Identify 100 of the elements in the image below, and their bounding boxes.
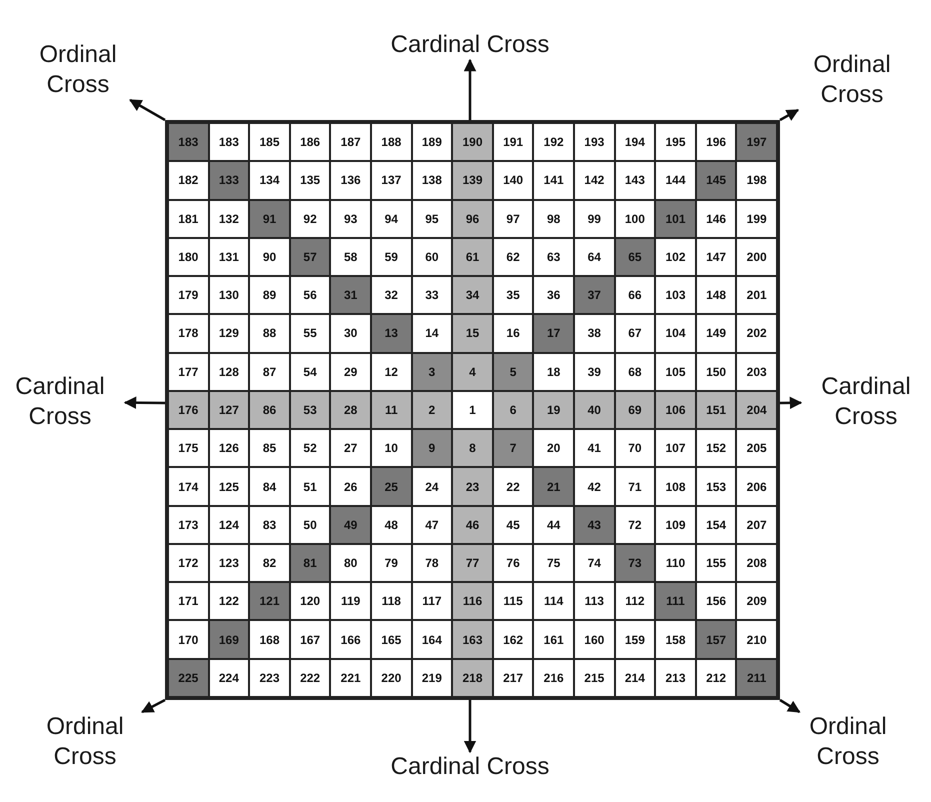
arrow	[464, 700, 476, 754]
number-cell: 60	[412, 238, 452, 276]
number-cell: 113	[574, 583, 614, 620]
number-cell: 105	[656, 354, 695, 390]
number-cell: 191	[494, 124, 532, 160]
number-cell: 183	[169, 124, 208, 160]
arrow	[464, 58, 476, 120]
number-cell: 160	[574, 621, 614, 658]
number-cell: 211	[737, 660, 776, 696]
cross-label: Cardinal Cross	[390, 752, 550, 782]
number-cell: 30	[331, 315, 370, 352]
number-cell: 109	[656, 506, 695, 543]
number-cell: 200	[737, 238, 776, 276]
number-cell: 45	[494, 506, 532, 543]
number-cell: 187	[331, 124, 370, 160]
number-cell: 84	[250, 468, 289, 505]
number-cell: 18	[534, 354, 573, 390]
number-cell: 81	[290, 544, 330, 582]
number-cell: 177	[169, 354, 208, 390]
number-cell: 89	[250, 277, 289, 314]
number-cell: 151	[696, 392, 736, 428]
number-cell: 218	[453, 660, 492, 696]
number-cell: 142	[574, 162, 614, 199]
number-cell: 24	[412, 468, 452, 505]
number-cell: 52	[290, 430, 330, 466]
number-cell: 196	[696, 124, 736, 160]
number-cell: 54	[290, 354, 330, 390]
cross-label: Ordinal Cross	[787, 50, 917, 110]
number-cell: 197	[737, 124, 776, 160]
number-cell: 1	[453, 392, 492, 428]
number-cell: 168	[250, 621, 289, 658]
number-cell: 94	[372, 200, 411, 237]
number-cell: 188	[372, 124, 411, 160]
number-cell: 214	[616, 660, 654, 696]
number-cell: 149	[696, 315, 736, 352]
number-cell: 74	[574, 544, 614, 582]
number-cell: 28	[331, 392, 370, 428]
number-cell: 5	[494, 354, 532, 390]
number-cell: 157	[696, 621, 736, 658]
number-cell: 208	[737, 544, 776, 582]
number-cell: 122	[210, 583, 248, 620]
number-grid	[165, 120, 780, 700]
number-cell: 176	[169, 392, 208, 428]
number-cell: 156	[696, 583, 736, 620]
number-cell: 4	[453, 354, 492, 390]
arrow	[124, 396, 166, 409]
number-cell: 67	[616, 315, 654, 352]
number-cell: 11	[372, 392, 411, 428]
number-cell: 86	[250, 392, 289, 428]
number-cell: 205	[737, 430, 776, 466]
number-cell: 204	[737, 392, 776, 428]
number-cell: 70	[616, 430, 654, 466]
number-cell: 165	[372, 621, 411, 658]
number-cell: 146	[696, 200, 736, 237]
number-cell: 192	[534, 124, 573, 160]
number-cell: 19	[534, 392, 573, 428]
number-cell: 107	[656, 430, 695, 466]
arrow	[129, 98, 166, 122]
number-cell: 39	[574, 354, 614, 390]
number-cell: 128	[210, 354, 248, 390]
number-cell: 222	[290, 660, 330, 696]
number-cell: 219	[412, 660, 452, 696]
cross-label: Cardinal Cross	[801, 372, 931, 432]
number-cell: 134	[250, 162, 289, 199]
arrow	[779, 108, 800, 122]
number-cell: 136	[331, 162, 370, 199]
number-cell: 115	[494, 583, 532, 620]
number-cell: 99	[574, 200, 614, 237]
number-cell: 112	[616, 583, 654, 620]
number-cell: 199	[737, 200, 776, 237]
number-cell: 65	[616, 238, 654, 276]
number-cell: 42	[574, 468, 614, 505]
number-cell: 21	[534, 468, 573, 505]
number-cell: 223	[250, 660, 289, 696]
number-cell: 153	[696, 468, 736, 505]
number-cell: 3	[412, 354, 452, 390]
number-cell: 92	[290, 200, 330, 237]
number-cell: 71	[616, 468, 654, 505]
number-cell: 64	[574, 238, 614, 276]
cross-label: Cardinal Cross	[0, 372, 125, 432]
number-cell: 175	[169, 430, 208, 466]
number-cell: 41	[574, 430, 614, 466]
number-cell: 167	[290, 621, 330, 658]
number-cell: 212	[696, 660, 736, 696]
number-cell: 36	[534, 277, 573, 314]
number-cell: 161	[534, 621, 573, 658]
number-cell: 213	[656, 660, 695, 696]
number-cell: 80	[331, 544, 370, 582]
number-cell: 183	[210, 124, 248, 160]
number-cell: 35	[494, 277, 532, 314]
number-cell: 100	[616, 200, 654, 237]
number-cell: 91	[250, 200, 289, 237]
arrow	[779, 698, 800, 714]
number-cell: 40	[574, 392, 614, 428]
number-cell: 69	[616, 392, 654, 428]
number-cell: 225	[169, 660, 208, 696]
number-cell: 138	[412, 162, 452, 199]
number-cell: 215	[574, 660, 614, 696]
number-cell: 179	[169, 277, 208, 314]
number-cell: 203	[737, 354, 776, 390]
